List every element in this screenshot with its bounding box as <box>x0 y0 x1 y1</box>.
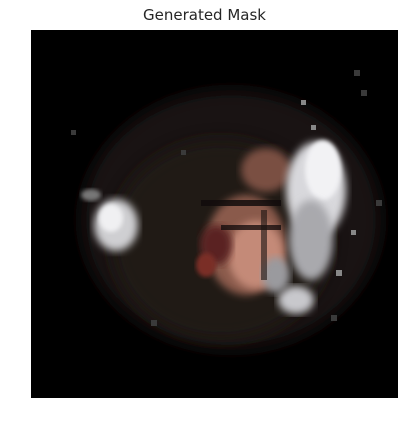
figure-title: Generated Mask <box>143 6 266 24</box>
mask-pixel-art <box>31 30 398 398</box>
generated-mask-image <box>31 30 398 398</box>
